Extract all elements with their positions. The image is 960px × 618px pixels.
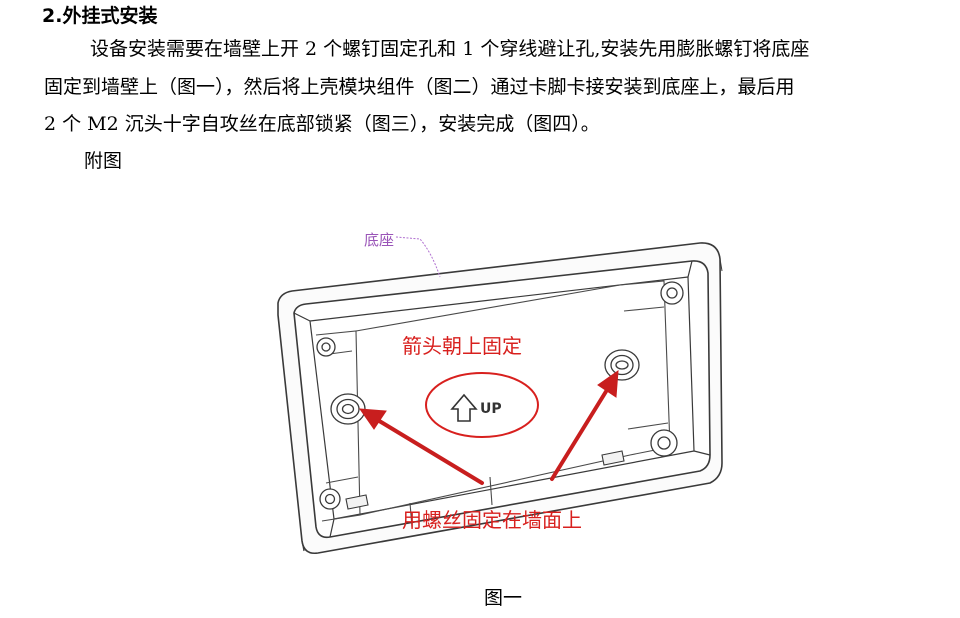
screw-holes xyxy=(316,281,684,510)
arrow-up-icon xyxy=(450,393,478,422)
arrow-up-fix-note: 箭头朝上固定 xyxy=(402,334,522,358)
clip-tabs xyxy=(345,450,625,510)
pointer-arrows xyxy=(358,369,619,485)
up-text: UP xyxy=(480,401,502,417)
figure-1-base-illustration: UP 底座 箭头朝上固定 用螺丝固定在墙面上 xyxy=(260,215,730,560)
screw-to-wall-note: 用螺丝固定在墙面上 xyxy=(402,508,582,532)
appendix-label: 附图 xyxy=(84,150,123,172)
figure-caption: 图一 xyxy=(484,587,523,609)
internal-ribs xyxy=(315,280,671,528)
base-leader-line xyxy=(395,236,441,278)
up-mark: UP xyxy=(425,372,539,438)
section-heading: 2.外挂式安装 xyxy=(42,5,158,27)
paragraph-line-1: 设备安装需要在墙壁上开 2 个螺钉固定孔和 1 个穿线避让孔,安装先用膨胀螺钉将… xyxy=(90,38,810,60)
base-outline xyxy=(277,242,723,555)
installation-paragraph: 设备安装需要在墙壁上开 2 个螺钉固定孔和 1 个穿线避让孔,安装先用膨胀螺钉将… xyxy=(44,31,934,144)
paragraph-line-2: 固定到墙壁上（图一），然后将上壳模块组件（图二）通过卡脚卡接安装到底座上，最后用 xyxy=(44,75,795,98)
base-drawing: UP 底座 箭头朝上固定 用螺丝固定在墙面上 xyxy=(277,231,723,555)
base-label: 底座 xyxy=(364,231,394,249)
paragraph-line-3: 2 个 M2 沉头十字自攻丝在底部锁紧（图三），安装完成（图四）。 xyxy=(44,113,600,135)
